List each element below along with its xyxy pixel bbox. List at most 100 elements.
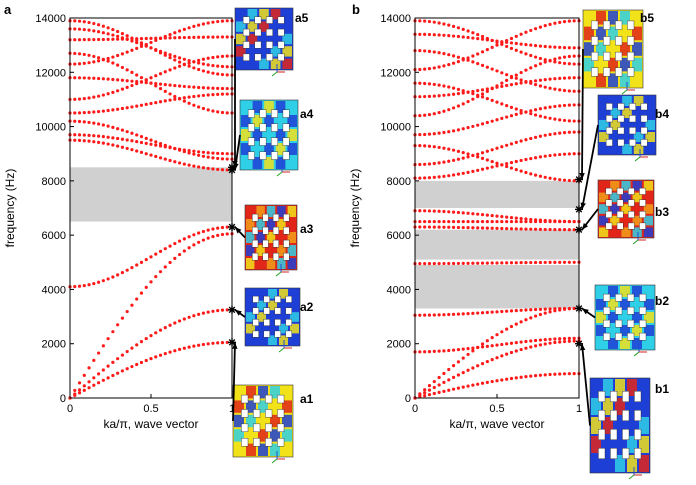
data-point	[116, 29, 120, 34]
data-point	[432, 391, 436, 396]
data-point	[567, 219, 571, 224]
data-point	[187, 61, 191, 65]
data-point	[558, 56, 562, 60]
data-point	[485, 219, 489, 224]
data-point	[206, 70, 210, 74]
data-point	[543, 44, 547, 49]
data-point	[529, 53, 533, 58]
data-point	[206, 86, 210, 90]
data-point	[182, 96, 186, 100]
dispersion-branch	[413, 209, 581, 224]
data-point	[437, 219, 441, 224]
data-point	[500, 226, 504, 231]
data-point	[111, 55, 115, 59]
data-point	[548, 116, 552, 120]
data-point	[158, 82, 163, 86]
data-point	[485, 120, 489, 125]
data-point	[490, 336, 494, 340]
data-point	[461, 347, 465, 351]
data-point	[135, 362, 139, 367]
data-point	[490, 261, 494, 265]
data-point	[500, 102, 504, 106]
data-point	[106, 92, 110, 96]
data-point	[125, 268, 129, 272]
data-point	[456, 157, 461, 161]
data-point	[197, 231, 201, 235]
data-point	[567, 336, 571, 341]
data-point	[495, 219, 499, 224]
data-point	[529, 374, 533, 378]
data-point	[548, 86, 552, 90]
data-point	[96, 280, 101, 284]
data-point	[505, 352, 509, 356]
mode-label: b3	[655, 205, 669, 219]
data-point	[519, 158, 523, 163]
mode-marker-star-icon	[575, 339, 583, 348]
data-point	[154, 101, 158, 105]
data-point	[567, 89, 571, 93]
data-point	[548, 219, 552, 223]
data-point	[490, 379, 494, 384]
data-point	[567, 103, 571, 107]
data-point	[149, 76, 153, 80]
data-point	[476, 37, 480, 41]
data-point	[130, 346, 134, 350]
data-point	[485, 344, 489, 348]
data-point	[524, 217, 528, 221]
data-point	[533, 64, 538, 68]
data-point	[182, 249, 186, 253]
data-point	[505, 377, 509, 381]
mode-marker-star-icon	[228, 338, 236, 347]
data-point	[135, 38, 139, 43]
data-point	[567, 119, 571, 123]
data-point	[220, 54, 225, 58]
data-point	[120, 36, 125, 40]
data-point	[538, 107, 543, 111]
data-point	[182, 35, 186, 40]
data-point	[495, 118, 499, 122]
data-point	[192, 66, 196, 70]
data-point	[418, 133, 422, 137]
data-point	[73, 111, 77, 115]
data-point	[163, 99, 167, 103]
data-point	[216, 19, 220, 24]
dispersion-branch	[413, 19, 581, 72]
data-point	[471, 60, 475, 64]
data-point	[480, 219, 485, 224]
data-point	[437, 131, 441, 135]
data-point	[87, 28, 91, 32]
data-point	[500, 40, 504, 44]
data-point	[558, 104, 562, 108]
data-point	[87, 283, 91, 287]
data-point	[197, 35, 201, 39]
data-point	[130, 105, 134, 109]
data-point	[505, 327, 509, 331]
data-point	[538, 227, 543, 231]
dispersion-branch	[68, 19, 234, 77]
data-point	[553, 337, 557, 341]
data-point	[538, 84, 543, 88]
y-tick-label: 2000	[387, 339, 411, 351]
data-point	[447, 261, 451, 266]
data-point	[82, 120, 86, 124]
data-point	[139, 80, 144, 84]
data-point	[471, 261, 475, 265]
data-point	[427, 67, 432, 71]
data-point	[529, 260, 533, 265]
data-point	[154, 355, 158, 359]
data-point	[87, 61, 91, 65]
data-point	[130, 364, 134, 369]
data-point	[116, 89, 120, 93]
data-point	[201, 57, 206, 61]
data-point	[543, 218, 547, 223]
data-point	[187, 59, 191, 63]
data-point	[500, 84, 504, 88]
data-point	[442, 109, 446, 113]
data-point	[130, 148, 134, 152]
data-point	[206, 56, 210, 60]
data-point	[187, 246, 191, 250]
data-point	[418, 313, 422, 317]
data-point	[538, 134, 543, 138]
data-point	[562, 88, 567, 93]
data-point	[182, 346, 186, 350]
